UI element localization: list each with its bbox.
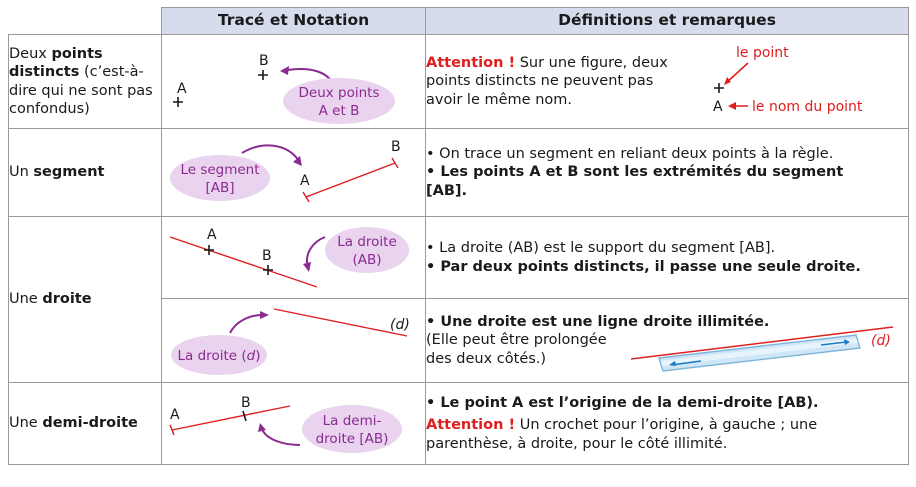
geometry-table: Tracé et Notation Définitions et remarqu… (8, 7, 909, 465)
point-b-label: B (259, 53, 269, 69)
segment-end-b (391, 157, 399, 169)
segment-figure: Le segment [AB] A B (170, 139, 401, 203)
svg-text:(AB): (AB) (352, 252, 381, 268)
ruler-droite-line (631, 326, 894, 360)
point-b-tick (242, 410, 247, 422)
diagram-cross (714, 83, 724, 93)
bubble-arrow (261, 428, 301, 446)
attention-label: Attention ! (426, 417, 516, 434)
bubble (283, 78, 395, 124)
definition-demidroite: • Le point A est l’origine de la demi-dr… (425, 382, 909, 465)
definition-points: Attention ! Sur une figure, deux points … (425, 34, 909, 129)
svg-text:Le segment: Le segment (180, 162, 259, 178)
point-a-label: A (177, 81, 187, 97)
droite-d-figure: (d) La droite (d) (171, 308, 410, 375)
bubble-arrow (229, 314, 263, 334)
d-label: (d) (390, 317, 410, 333)
definition-droite-2: • Une droite est une ligne droite illimi… (425, 298, 909, 383)
segment-end-a (302, 191, 310, 203)
bubble (302, 405, 402, 453)
diagram-point-a: A (713, 99, 723, 115)
header-definitions: Définitions et remarques (425, 7, 909, 35)
point-b-label: B (262, 248, 272, 264)
label-droite: Une droite (8, 216, 162, 383)
ruler (658, 334, 861, 372)
origin-bracket (169, 424, 175, 436)
point-b-label: B (241, 395, 251, 411)
point-a-label: A (207, 227, 217, 243)
bubble-text-1: Deux points (299, 85, 380, 101)
point-a-label: A (300, 173, 310, 189)
bubble-arrow (241, 144, 300, 162)
droite-line (169, 236, 318, 288)
header-row: Tracé et Notation Définitions et remarqu… (8, 7, 909, 35)
svg-text:La droite: La droite (337, 234, 397, 250)
row-points: Deux points distincts (c’est-à-dire qui … (8, 34, 909, 129)
row-droite-1: Une droite A B La droite (AB) • La droit (8, 216, 909, 383)
name-caption: le nom du point (752, 99, 863, 115)
definition-segment: • On trace un segment en reliant deux po… (425, 128, 909, 217)
demidroite-line (171, 405, 291, 431)
figure-points: A B Deux points A et B (161, 34, 426, 129)
label-demidroite: Une demi-droite (8, 382, 162, 465)
figure-droite-d: (d) La droite (d) (161, 298, 426, 383)
header-empty (8, 7, 162, 35)
droite-d-line (273, 308, 408, 337)
row-demidroite: Une demi-droite A B La demi- droite [AB) (8, 382, 909, 465)
svg-text:La demi-: La demi- (323, 413, 382, 429)
point-caption: le point (736, 45, 789, 61)
point-a-cross (173, 97, 183, 107)
figure-segment: Le segment [AB] A B (161, 128, 426, 217)
bubble (171, 335, 267, 375)
segment-line (305, 162, 396, 198)
bubble (170, 155, 270, 201)
label-segment: Un segment (8, 128, 162, 217)
demidroite-figure: A B La demi- droite [AB) (169, 395, 402, 453)
definition-droite-1: • La droite (AB) est le support du segme… (425, 216, 909, 299)
svg-text:droite [AB): droite [AB) (316, 431, 389, 447)
point-b-cross (258, 70, 268, 80)
point-name-diagram: le point A le nom du point (713, 45, 863, 115)
header-trace: Tracé et Notation (161, 7, 426, 35)
attention-label: Attention ! (426, 55, 516, 72)
point-pointer (725, 62, 749, 84)
bubble-text: La droite (d) (178, 348, 261, 364)
label-points: Deux points distincts (c’est-à-dire qui … (8, 34, 162, 129)
figure-droite-ab: A B La droite (AB) (161, 216, 426, 299)
droite-ab-figure: A B La droite (AB) (169, 227, 409, 288)
svg-text:[AB]: [AB] (205, 180, 234, 196)
bubble (325, 227, 409, 273)
ruler-diagram: (d) (631, 326, 894, 372)
arrow-head (280, 66, 289, 75)
point-b-label: B (391, 139, 401, 155)
points-figure: A B Deux points A et B (173, 53, 395, 124)
row-segment: Un segment Le segment [AB] A B • On trac (8, 128, 909, 217)
figure-demidroite: A B La demi- droite [AB) (161, 382, 426, 465)
point-a-label: A (170, 407, 180, 423)
bubble-text-2: A et B (319, 103, 360, 119)
ruler-d-label: (d) (871, 333, 891, 349)
